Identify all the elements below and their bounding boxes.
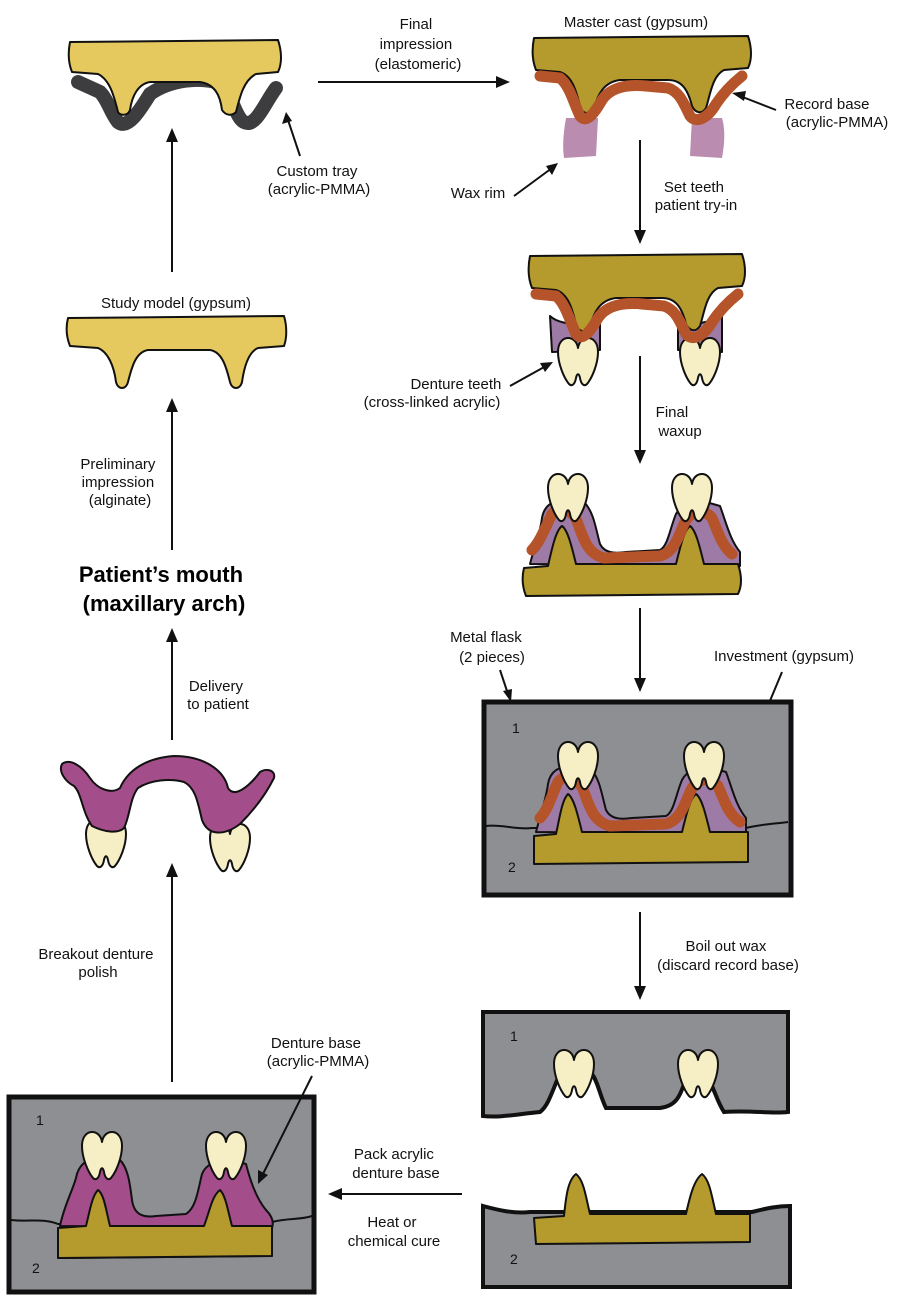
cured-flask-part-bottom: 2 <box>32 1260 40 1276</box>
arrow-final-waxup-head <box>634 450 646 464</box>
denture-base-pointer <box>261 1075 313 1177</box>
finished-denture-base <box>60 755 276 834</box>
master-cast-shape <box>531 35 752 114</box>
try-in-master-cast <box>527 253 746 332</box>
denture-base-pointer-head <box>258 1170 268 1184</box>
arrow-breakout-head <box>166 863 178 877</box>
final-waxup-cast <box>521 525 742 597</box>
flask-top-half-body <box>481 1010 790 1119</box>
cured-flask-box <box>6 1094 317 1295</box>
arrow-mouth-to-model-head <box>166 398 178 412</box>
flask-bottom-half-part: 2 <box>510 1251 518 1267</box>
try-in-tooth-left <box>557 336 599 387</box>
final-waxup-assembly <box>521 472 742 597</box>
flask-top-tooth-right <box>677 1048 719 1099</box>
final-waxup-record-base <box>526 503 738 564</box>
flask-top-tooth-left <box>553 1048 595 1099</box>
patient-mouth-title: Patient’s mouth (maxillary arch) <box>79 562 249 616</box>
invested-flask-part-top: 1 <box>512 720 520 736</box>
try-in-record-base <box>530 288 744 343</box>
custom-tray-pointer-head <box>282 112 292 124</box>
arrow-to-flask-head <box>634 678 646 692</box>
finished-denture <box>60 755 276 873</box>
invested-flask-part-bottom: 2 <box>508 859 516 875</box>
arrow-set-teeth-head <box>634 230 646 244</box>
arrow-boil-out-head <box>634 986 646 1000</box>
wax-rim-pointer <box>513 167 553 197</box>
wax-rim-left <box>563 118 598 158</box>
set-teeth-label: Set teeth patient try-in <box>655 179 738 214</box>
metal-flask-pointer-head <box>503 689 512 702</box>
custom-tray-label: Custom tray (acrylic-PMMA) <box>268 163 371 198</box>
investment-label: Investment (gypsum) <box>714 648 854 665</box>
custom-tray-pointer <box>287 119 301 157</box>
cured-flask-ridges <box>57 1189 273 1259</box>
cured-flask <box>6 1094 317 1295</box>
try-in-tooth-right <box>679 336 721 387</box>
invested-flask <box>481 699 794 898</box>
arrow-delivery-head <box>166 628 178 642</box>
denture-teeth-pointer <box>509 365 547 387</box>
master-cast-record-base <box>531 35 752 158</box>
cure-label: Heat or chemical cure <box>348 1214 441 1250</box>
metal-flask-label: Metal flask (2 pieces) <box>450 629 526 666</box>
invested-flask-box <box>481 699 794 898</box>
denture-teeth-label: Denture teeth (cross-linked acrylic) <box>364 376 506 411</box>
metal-flask-pointer <box>499 669 509 695</box>
record-base-shape <box>534 70 748 125</box>
arrow-final-impression-head <box>496 76 510 88</box>
study-model <box>65 315 288 389</box>
master-cast-label: Master cast (gypsum) <box>564 14 708 31</box>
custom-tray-shape <box>71 72 283 131</box>
teeth-set-on-cast <box>527 253 746 387</box>
record-base-label: Record base (acrylic-PMMA) <box>784 96 888 131</box>
flask-bottom-half <box>481 1173 792 1289</box>
flask-top-half <box>481 1010 790 1119</box>
custom-tray-on-model <box>67 39 283 131</box>
breakout-label: Breakout denture polish <box>38 946 157 981</box>
wax-rim-label: Wax rim <box>451 185 505 202</box>
wax-rim-pointer-head <box>546 163 558 175</box>
boil-out-label: Boil out wax (discard record base) <box>657 938 799 974</box>
flask-top-half-part: 1 <box>510 1028 518 1044</box>
study-model-label: Study model (gypsum) <box>101 295 251 312</box>
denture-base-label: Denture base (acrylic-PMMA) <box>267 1035 370 1070</box>
preliminary-impression-label: Preliminary impression (alginate) <box>80 456 159 509</box>
arrow-model-to-tray-head <box>166 128 178 142</box>
final-impression-label: Final impression (elastomeric) <box>375 16 462 73</box>
study-model-top <box>67 39 282 116</box>
record-base-pointer <box>739 95 777 111</box>
cured-flask-part-top: 1 <box>36 1112 44 1128</box>
delivery-label: Delivery to patient <box>187 678 250 713</box>
invested-flask-cast <box>533 793 749 865</box>
invested-flask-record-base <box>534 771 746 832</box>
wax-rim-right <box>690 118 725 158</box>
denture-teeth-pointer-head <box>540 362 553 372</box>
final-waxup-label: Final waxup <box>656 404 702 440</box>
arrow-pack-acrylic-head <box>328 1188 342 1200</box>
pack-acrylic-label: Pack acrylic denture base <box>352 1146 440 1182</box>
record-base-pointer-head <box>732 91 746 101</box>
flask-bottom-half-cast <box>533 1173 751 1245</box>
